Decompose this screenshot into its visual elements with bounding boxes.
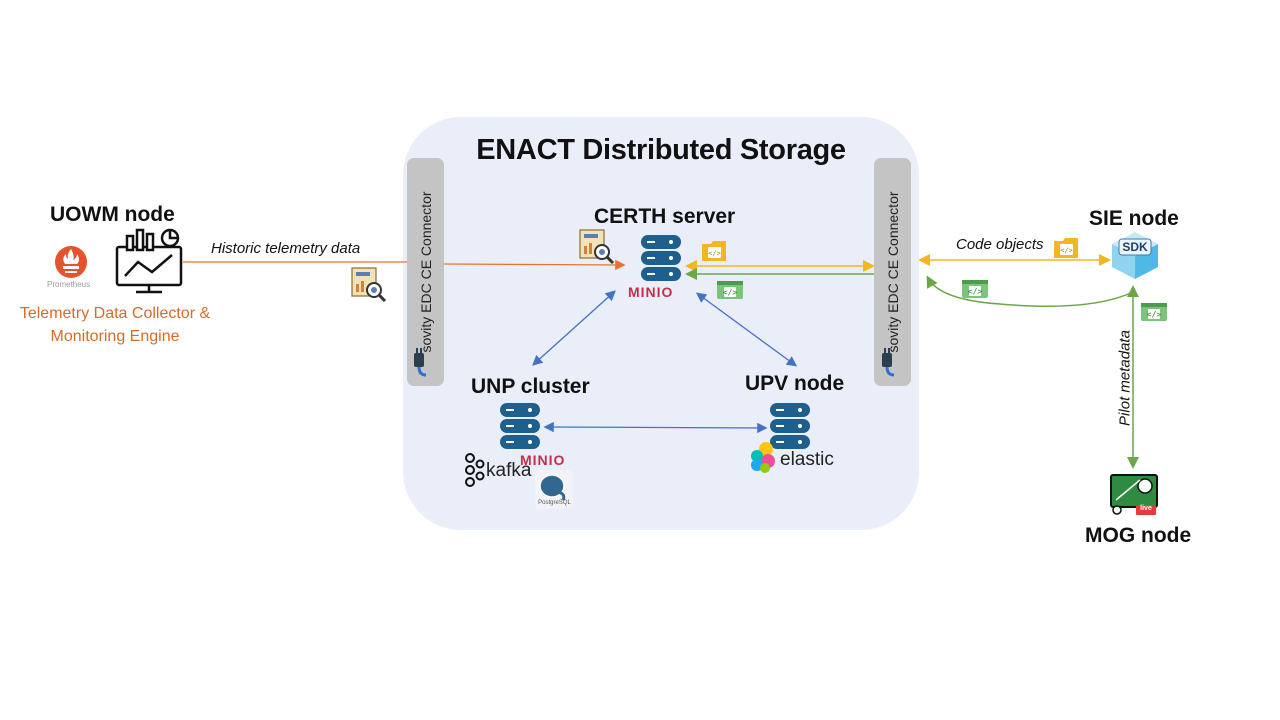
sdk-cube-icon: [1112, 232, 1158, 279]
certh-upv-arrow: [695, 292, 798, 367]
right-connector: sovity EDC CE Connector: [874, 158, 911, 386]
plug-icon-left: [412, 346, 428, 377]
code-window-icon-vertical: [1141, 303, 1167, 321]
storage-region: [403, 117, 919, 530]
unp-upv-arrow: [543, 421, 768, 434]
prometheus-label: Prometheus: [47, 280, 91, 289]
kafka-logo-text: kafka: [486, 460, 532, 481]
uowm-description: Telemetry Data Collector & Monitoring En…: [0, 302, 230, 348]
report-search-icon-left: [350, 266, 387, 303]
code-objects-label: Code objects: [956, 236, 1044, 253]
live-label: live: [1140, 505, 1152, 512]
unp-minio-logo: MINIO: [520, 452, 566, 468]
folder-code-icon-outer: [1054, 238, 1078, 258]
historic-telemetry-label: Historic telemetry data: [211, 240, 361, 257]
diagram-title: ENACT Distributed Storage: [476, 134, 846, 166]
elastic-icon: [751, 442, 775, 473]
postgresql-logo-text: PostgreSQL: [538, 500, 571, 506]
code-window-icon-outer: [962, 280, 988, 298]
historic-line-right: [443, 259, 626, 271]
kafka-icon: [465, 453, 485, 487]
upv-database-icon: [769, 402, 811, 450]
uowm-node-title: UOWM node: [50, 203, 175, 226]
certh-unp-arrow: [532, 290, 616, 366]
postgresql-icon: [535, 470, 573, 509]
unp-database-icon: [499, 402, 541, 450]
certh-node-title: CERTH server: [594, 205, 736, 228]
plug-icon-right: [880, 346, 896, 377]
dashboard-monitor-icon: [115, 228, 183, 294]
sie-node-title: SIE node: [1089, 207, 1179, 230]
elastic-logo-text: elastic: [780, 449, 834, 470]
folder-code-icon-inner: [702, 241, 726, 261]
unp-node-title: UNP cluster: [471, 375, 590, 398]
left-connector: sovity EDC CE Connector: [407, 158, 444, 386]
prometheus-icon: [55, 246, 87, 278]
uowm-description-line2: Monitoring Engine: [50, 328, 180, 345]
pilot-metadata-label: Pilot metadata: [1116, 330, 1134, 426]
certh-minio-logo: MINIO: [628, 284, 674, 300]
certh-database-icon: [640, 234, 682, 282]
metadata-curve: [926, 275, 1134, 307]
code-window-icon-inner: [717, 281, 743, 299]
report-search-icon-certh: [578, 228, 615, 265]
uowm-description-line1: Telemetry Data Collector &: [19, 305, 211, 322]
mog-node-title: MOG node: [1085, 524, 1192, 547]
sdk-label: SDK: [1122, 240, 1148, 254]
upv-node-title: UPV node: [745, 372, 845, 395]
live-screen-icon: [1110, 474, 1158, 515]
